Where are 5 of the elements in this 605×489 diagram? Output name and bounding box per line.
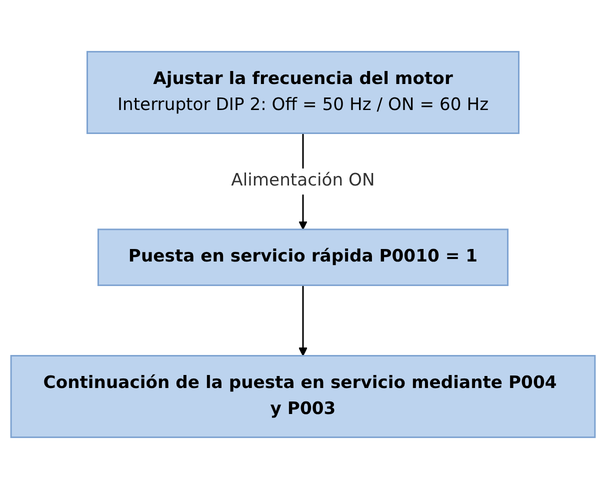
edge-label: Alimentación ON [230,170,374,191]
node-box: Puesta en servicio rápida P0010 = 1 [96,228,508,286]
arrow [298,285,307,356]
node-box: Continuación de la puesta en servicio mediante P004 y P003 [10,354,596,438]
node-box: Ajustar la frecuencia del motor Interruptor DIP 2: Off = 50 Hz / ON = 60 Hz [86,50,520,134]
